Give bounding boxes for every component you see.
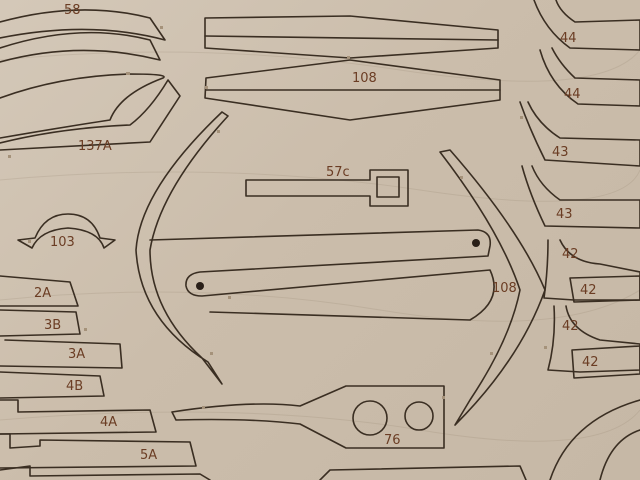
part-42-a: 42 <box>543 239 640 301</box>
part-42-c: 42 <box>547 305 640 373</box>
part-5a: 5A <box>0 433 197 469</box>
part-43-b: 43 <box>521 165 640 229</box>
part-label-4a: 4A <box>100 415 117 430</box>
part-42-d: 42 <box>571 345 640 379</box>
part-103: 103 <box>17 213 116 250</box>
part-3b: 3B <box>0 309 81 337</box>
part-label-58: 58 <box>64 3 81 18</box>
part-42-b: 42 <box>569 275 640 303</box>
retention-tabs <box>8 26 547 409</box>
part-bottom-strip <box>319 465 527 480</box>
part-label-43-b: 43 <box>556 207 573 222</box>
shank-hole-left <box>196 282 204 290</box>
part-76-small-hole <box>404 401 434 431</box>
part-label-5a: 5A <box>140 448 157 463</box>
part-label-108-anchor: 108 <box>492 281 517 296</box>
part-label-76: 76 <box>384 433 401 448</box>
part-label-42-b: 42 <box>580 283 597 298</box>
part-label-108-top: 108 <box>352 71 377 86</box>
part-label-44-b: 44 <box>564 87 581 102</box>
part-137a: 137A <box>0 73 181 154</box>
part-label-44-a: 44 <box>560 31 577 46</box>
part-label-3a: 3A <box>68 347 85 362</box>
part-4b: 4B <box>0 371 105 399</box>
part-3a: 3A <box>0 339 123 369</box>
part-label-43-a: 43 <box>552 145 569 160</box>
part-76: 76 <box>171 385 445 449</box>
part-2a: 2A <box>0 275 79 307</box>
part-57c: 57c <box>245 165 409 207</box>
part-bottom-left-strip <box>0 465 211 480</box>
part-label-42-a: 42 <box>562 247 579 262</box>
part-label-103: 103 <box>50 235 75 250</box>
wood-grain <box>0 49 640 442</box>
part-43-a: 43 <box>519 101 640 167</box>
part-4a: 4A <box>0 399 157 435</box>
part-108-top: 108 <box>204 15 501 121</box>
part-44-b: 44 <box>539 47 640 107</box>
part-bottom-right-arc <box>549 399 640 480</box>
part-label-4b: 4B <box>66 379 83 394</box>
shank-hole-right <box>472 239 480 247</box>
part-58: 58 <box>0 3 166 63</box>
part-76-large-hole <box>352 400 388 436</box>
part-label-137a: 137A <box>78 139 112 154</box>
part-108-anchor: 108 <box>135 111 546 426</box>
part-label-3b: 3B <box>44 318 61 333</box>
part-label-42-c: 42 <box>562 319 579 334</box>
part-label-42-d: 42 <box>582 355 599 370</box>
part-label-57c: 57c <box>326 165 350 180</box>
part-label-2a: 2A <box>34 286 51 301</box>
part-44-a: 44 <box>533 0 640 51</box>
